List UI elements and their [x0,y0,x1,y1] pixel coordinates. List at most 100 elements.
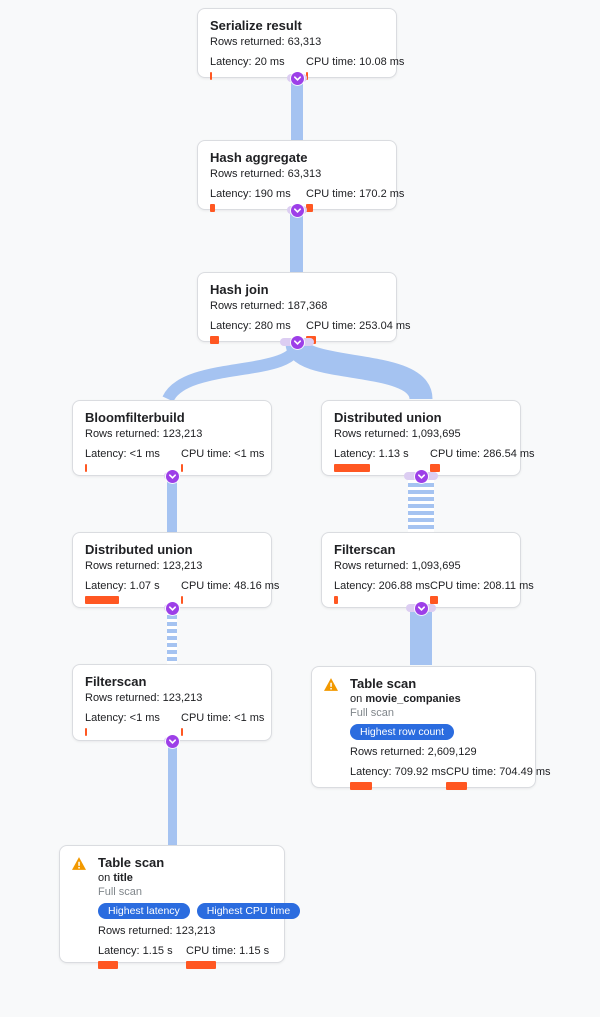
edge-hash-aggregate-to-hash-join [290,210,303,272]
node-title: Hash aggregate [210,150,308,165]
node-title: Bloomfilterbuild [85,410,185,425]
collapse-toggle-distributed-union-right[interactable] [404,469,438,483]
edge-distributed-union-to-filterscan-right [408,476,434,532]
node-title: Hash join [210,282,269,297]
latency-value: Latency: 1.07 s [85,580,160,592]
badge-highest-cpu-time: Highest CPU time [196,903,301,919]
latency-bar [85,464,87,472]
badge-highest-latency: Highest latency [98,903,190,919]
latency-value: Latency: 1.13 s [334,448,409,460]
table-name: title [113,872,133,884]
plan-node-hash-aggregate[interactable]: Hash aggregate Rows returned: 63,313 Lat… [197,140,404,212]
metrics-row: Latency: 709.92 ms CPU time: 704.49 ms [350,766,551,790]
metrics-row: Latency: 1.07 s CPU time: 48.16 ms [85,580,279,604]
rows-returned: Rows returned: 2,609,129 [350,746,477,758]
cpu-time-bar [430,464,440,472]
plan-node-filterscan-left[interactable]: Filterscan Rows returned: 123,213 Latenc… [72,664,272,741]
collapse-toggle-filterscan-left[interactable] [164,734,180,748]
metrics-row: Latency: 20 ms CPU time: 10.08 ms [210,56,404,80]
scan-target: on title [98,872,133,884]
collapse-toggle-bloomfilterbuild[interactable] [164,469,180,483]
edge-filterscan-to-table-scan-right [410,608,432,665]
latency-bar [210,72,212,80]
cpu-time-bar [186,961,216,969]
metrics-row: Latency: 1.13 s CPU time: 286.54 ms [334,448,535,472]
collapse-toggle-hash-aggregate[interactable] [287,203,307,217]
cpu-time-value: CPU time: <1 ms [181,712,265,724]
cpu-time-value: CPU time: 704.49 ms [446,766,551,778]
latency-bar [350,782,372,790]
cpu-time-value: CPU time: 48.16 ms [181,580,280,592]
chevron-down-icon [165,601,179,615]
plan-node-filterscan-right[interactable]: Filterscan Rows returned: 1,093,695 Late… [321,532,534,608]
cpu-time-value: CPU time: 286.54 ms [430,448,535,460]
node-title: Filterscan [85,674,147,689]
chevron-down-icon [414,601,428,615]
cpu-time-value: CPU time: 10.08 ms [306,56,405,68]
metrics-row: Latency: 206.88 ms CPU time: 208.11 ms [334,580,534,604]
scan-type: Full scan [350,707,395,719]
plan-node-hash-join[interactable]: Hash join Rows returned: 187,368 Latency… [197,272,411,344]
cpu-time-bar [181,728,183,736]
metrics-row: Latency: <1 ms CPU time: <1 ms [85,448,264,472]
latency-value: Latency: <1 ms [85,448,160,460]
rows-returned: Rows returned: 123,213 [85,560,203,572]
node-title: Table scan [350,676,417,691]
scan-type: Full scan [98,886,143,898]
chevron-down-icon [290,203,304,217]
chevron-down-icon [165,734,179,748]
chevron-down-icon [165,469,179,483]
plan-node-distributed-union-right[interactable]: Distributed union Rows returned: 1,093,6… [321,400,535,476]
rows-returned: Rows returned: 123,213 [85,428,203,440]
edge-filterscan-to-table-scan-left [168,741,177,845]
rows-returned: Rows returned: 123,213 [85,692,203,704]
edge-hash-join-to-bloomfilterbuild [162,342,303,400]
plan-node-bloomfilterbuild[interactable]: Bloomfilterbuild Rows returned: 123,213 … [72,400,272,476]
latency-bar [210,204,215,212]
cpu-time-value: CPU time: 253.04 ms [306,320,411,332]
scan-target: on movie_companies [350,693,461,705]
chevron-down-icon [290,335,304,349]
cpu-time-value: CPU time: 170.2 ms [306,188,405,200]
cpu-time-bar [181,596,183,604]
metrics-row: Latency: 190 ms CPU time: 170.2 ms [210,188,404,212]
plan-node-serialize-result[interactable]: Serialize result Rows returned: 63,313 L… [197,8,404,80]
rows-returned: Rows returned: 123,213 [98,925,216,937]
collapse-toggle-distributed-union-left[interactable] [164,601,180,615]
warning-icon [324,677,338,691]
latency-value: Latency: 206.88 ms [334,580,431,592]
latency-bar [98,961,118,969]
edge-hash-join-fan [162,342,433,400]
collapse-toggle-serialize[interactable] [287,71,307,85]
latency-bar [334,464,370,472]
latency-bar [85,728,87,736]
collapse-toggle-filterscan-right[interactable] [406,601,436,615]
node-title: Distributed union [85,542,193,557]
rows-returned: Rows returned: 1,093,695 [334,560,461,572]
plan-node-table-scan-title[interactable]: Table scan on title Full scan Highest la… [59,845,301,969]
latency-bar [334,596,338,604]
node-title: Table scan [98,855,165,870]
badge-highest-row-count: Highest row count [350,724,455,740]
warning-icon [72,856,86,870]
cpu-time-value: CPU time: 1.15 s [186,945,270,957]
edge-distributed-union-to-filterscan-left [167,608,177,664]
plan-node-distributed-union-left[interactable]: Distributed union Rows returned: 123,213… [72,532,279,608]
chevron-down-icon [290,71,304,85]
collapse-toggle-hash-join[interactable] [280,335,314,349]
metrics-row: Latency: <1 ms CPU time: <1 ms [85,712,264,736]
table-name: movie_companies [365,693,461,705]
latency-bar [210,336,219,344]
cpu-time-bar [446,782,468,790]
cpu-time-value: CPU time: 208.11 ms [430,580,534,592]
latency-value: Latency: 190 ms [210,188,291,200]
chevron-down-icon [414,469,428,483]
rows-returned: Rows returned: 187,368 [210,300,328,312]
latency-value: Latency: 1.15 s [98,945,173,957]
plan-node-table-scan-movie-companies[interactable]: Table scan on movie_companies Full scan … [311,666,551,790]
rows-returned: Rows returned: 1,093,695 [334,428,461,440]
cpu-time-value: CPU time: <1 ms [181,448,265,460]
latency-value: Latency: <1 ms [85,712,160,724]
node-title: Serialize result [210,18,302,33]
